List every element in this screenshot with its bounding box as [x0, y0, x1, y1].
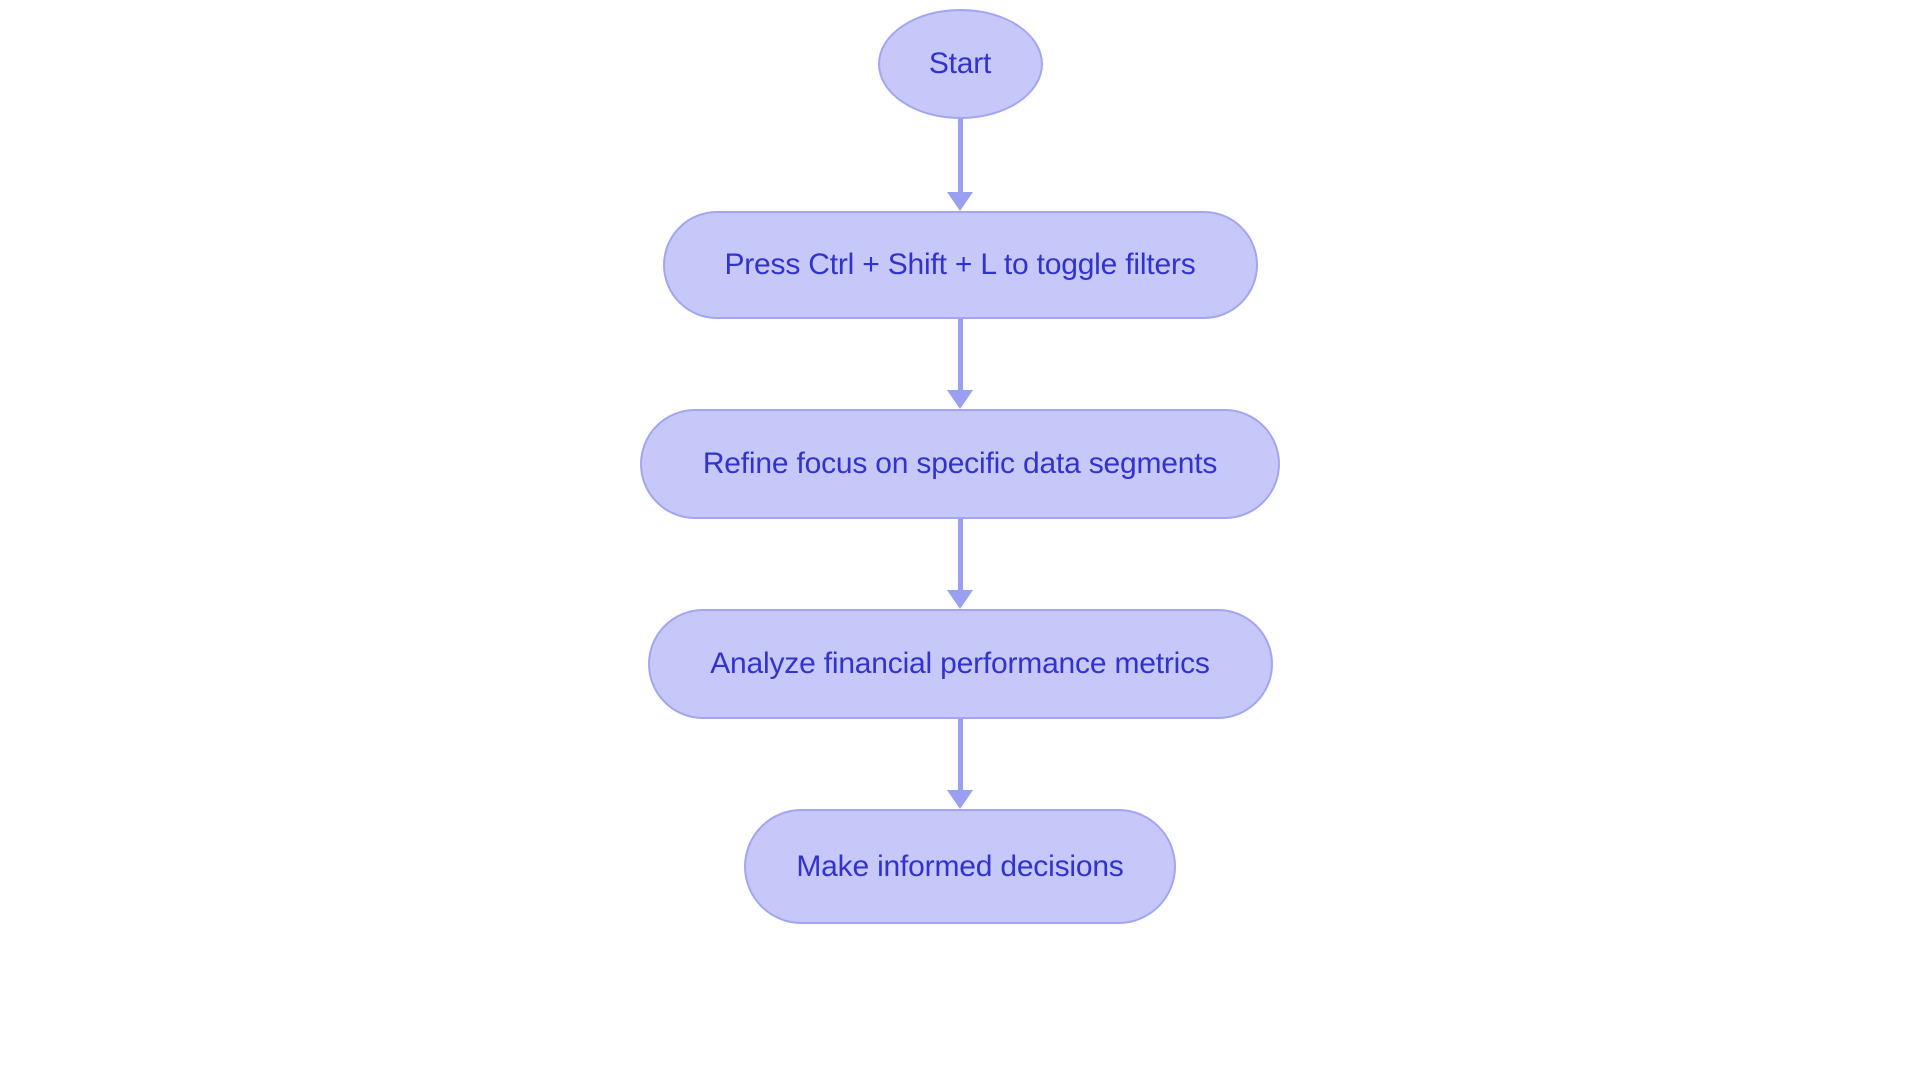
edge-line — [957, 319, 963, 391]
flow-edge-toggle-filters-to-refine-focus — [947, 319, 973, 409]
edge-line — [957, 119, 963, 193]
flow-node-start[interactable]: Start — [877, 9, 1043, 119]
flow-edge-refine-focus-to-analyze-metrics — [947, 519, 973, 609]
flow-node-toggle-filters[interactable]: Press Ctrl + Shift + L to toggle filters — [662, 211, 1258, 319]
flow-node-refine-focus[interactable]: Refine focus on specific data segments — [640, 409, 1280, 519]
edge-line — [957, 519, 963, 591]
flow-node-analyze-metrics-label: Analyze financial performance metrics — [710, 647, 1210, 680]
flow-node-start-label: Start — [928, 47, 992, 80]
flow-node-toggle-filters-label: Press Ctrl + Shift + L to toggle filters — [724, 248, 1196, 281]
edge-line — [957, 719, 963, 791]
flow-node-make-decisions-label: Make informed decisions — [796, 849, 1124, 883]
arrowhead-down-icon — [947, 790, 973, 809]
arrowhead-down-icon — [947, 390, 973, 409]
flow-node-analyze-metrics[interactable]: Analyze financial performance metrics — [647, 609, 1273, 719]
flow-edge-start-to-toggle-filters — [947, 119, 973, 211]
flow-edge-analyze-metrics-to-make-decisions — [947, 719, 973, 809]
flow-node-make-decisions[interactable]: Make informed decisions — [744, 809, 1176, 924]
flow-node-refine-focus-label: Refine focus on specific data segments — [702, 447, 1218, 480]
arrowhead-down-icon — [947, 590, 973, 609]
arrowhead-down-icon — [947, 192, 973, 211]
